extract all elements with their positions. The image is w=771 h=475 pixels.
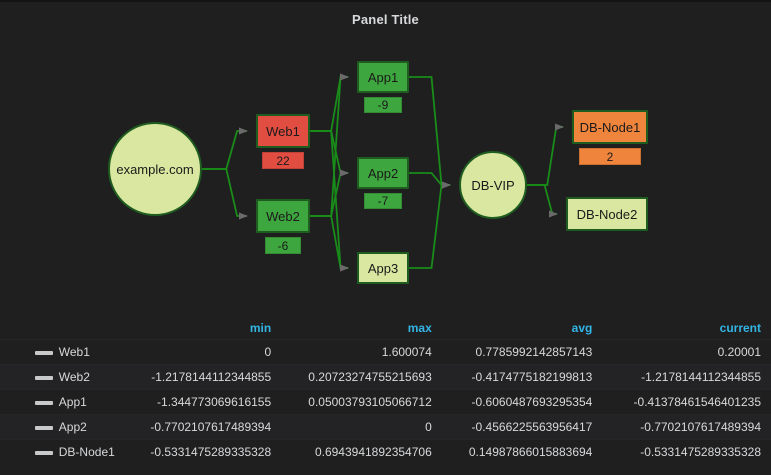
swatch-line-icon <box>34 425 53 430</box>
node-app1[interactable]: App1 <box>357 61 409 93</box>
node-badge-dbnode1: 2 <box>579 148 641 165</box>
value-current: -0.41378461546401235 <box>602 389 771 415</box>
node-badge-web1: 22 <box>262 152 304 169</box>
edge-dbvip-to-dbnode1 <box>527 123 564 186</box>
swatch-line-icon <box>34 350 53 355</box>
node-label: Web2 <box>266 208 300 224</box>
node-label: DB-Node2 <box>576 206 638 222</box>
edge-web1-to-app3 <box>310 130 349 272</box>
edge-web1-to-app1 <box>310 73 349 132</box>
value-avg: 0.14987866015883694 <box>441 439 603 464</box>
value-min: -1.2178144112344855 <box>124 364 282 390</box>
value-avg: 0.7785992142857143 <box>441 339 603 365</box>
series-color-swatch[interactable] <box>0 389 53 415</box>
node-label: Web1 <box>266 123 300 139</box>
edge-layer <box>202 73 564 272</box>
node-label: DB-Node1 <box>579 119 641 135</box>
page-title: Panel Title <box>352 12 419 27</box>
node-app3[interactable]: App3 <box>357 252 409 284</box>
edge-web2-to-app1 <box>310 73 349 217</box>
value-avg: -0.6060487693295354 <box>441 389 603 415</box>
node-badge-app2: -7 <box>364 193 402 209</box>
series-name[interactable]: App2 <box>52 414 125 440</box>
edge-app3-to-dbvip <box>409 181 451 269</box>
value-current: -1.2178144112344855 <box>602 364 771 390</box>
node-label: App1 <box>367 69 399 85</box>
value-min: -1.344773069616155 <box>124 389 282 415</box>
series-color-swatch[interactable] <box>0 339 53 365</box>
series-name[interactable]: DB-Node1 <box>52 439 125 464</box>
series-color-swatch[interactable] <box>0 439 53 464</box>
value-current: -0.5331475289335328 <box>602 439 771 464</box>
edge-example-to-web2 <box>202 168 248 220</box>
edge-web2-to-app2 <box>310 169 349 217</box>
value-min: -0.5331475289335328 <box>124 439 282 464</box>
node-dbnode1[interactable]: DB-Node1 <box>572 110 648 144</box>
value-avg: -0.4566225563956417 <box>441 414 603 440</box>
node-example[interactable]: example.com <box>108 122 202 216</box>
edge-web1-to-app2 <box>310 130 349 177</box>
swatch-line-icon <box>34 375 53 380</box>
series-color-swatch[interactable] <box>0 414 53 440</box>
node-web2[interactable]: Web2 <box>256 199 310 233</box>
node-badge-app1: -9 <box>364 97 402 113</box>
edge-dbvip-to-dbnode2 <box>527 184 558 218</box>
column-header-min[interactable]: min <box>124 318 282 340</box>
edge-app1-to-dbvip <box>409 76 451 189</box>
series-color-swatch[interactable] <box>0 364 53 390</box>
value-max: 0 <box>281 414 442 440</box>
series-name[interactable]: App1 <box>52 389 125 415</box>
node-label: App3 <box>367 260 399 276</box>
swatch-line-icon <box>34 450 53 455</box>
node-web1[interactable]: Web1 <box>256 114 310 148</box>
node-dbnode2[interactable]: DB-Node2 <box>566 197 648 231</box>
value-max: 0.05003793105066712 <box>281 389 442 415</box>
series-name[interactable]: Web2 <box>52 364 125 390</box>
value-min: -0.7702107617489394 <box>124 414 282 440</box>
series-name[interactable]: Web1 <box>52 339 125 365</box>
node-app2[interactable]: App2 <box>357 157 409 189</box>
value-current: -0.7702107617489394 <box>602 414 771 440</box>
column-header-max[interactable]: max <box>281 318 442 340</box>
edge-app2-to-dbvip <box>409 172 451 189</box>
diagram-edges <box>202 73 564 272</box>
swatch-line-icon <box>34 400 53 405</box>
value-current: 0.20001 <box>602 339 771 365</box>
column-header-swatch <box>0 318 53 340</box>
edge-web2-to-app3 <box>310 215 349 272</box>
value-max: 0.6943941892354706 <box>281 439 442 464</box>
node-badge-web2: -6 <box>265 237 301 254</box>
node-label: example.com <box>116 161 194 177</box>
value-max: 1.600074 <box>281 339 442 365</box>
value-min: 0 <box>124 339 282 365</box>
column-header-avg[interactable]: avg <box>441 318 603 340</box>
node-label: DB-VIP <box>471 177 515 193</box>
column-header-current[interactable]: current <box>602 318 771 340</box>
value-max: 0.20723274755215693 <box>281 364 442 390</box>
node-dbvip[interactable]: DB-VIP <box>459 151 527 219</box>
table-header-row: min max avg current <box>0 318 771 340</box>
edge-example-to-web1 <box>202 127 248 170</box>
value-avg: -0.4174775182199813 <box>441 364 603 390</box>
column-header-name[interactable] <box>52 318 125 340</box>
node-label: App2 <box>367 165 399 181</box>
